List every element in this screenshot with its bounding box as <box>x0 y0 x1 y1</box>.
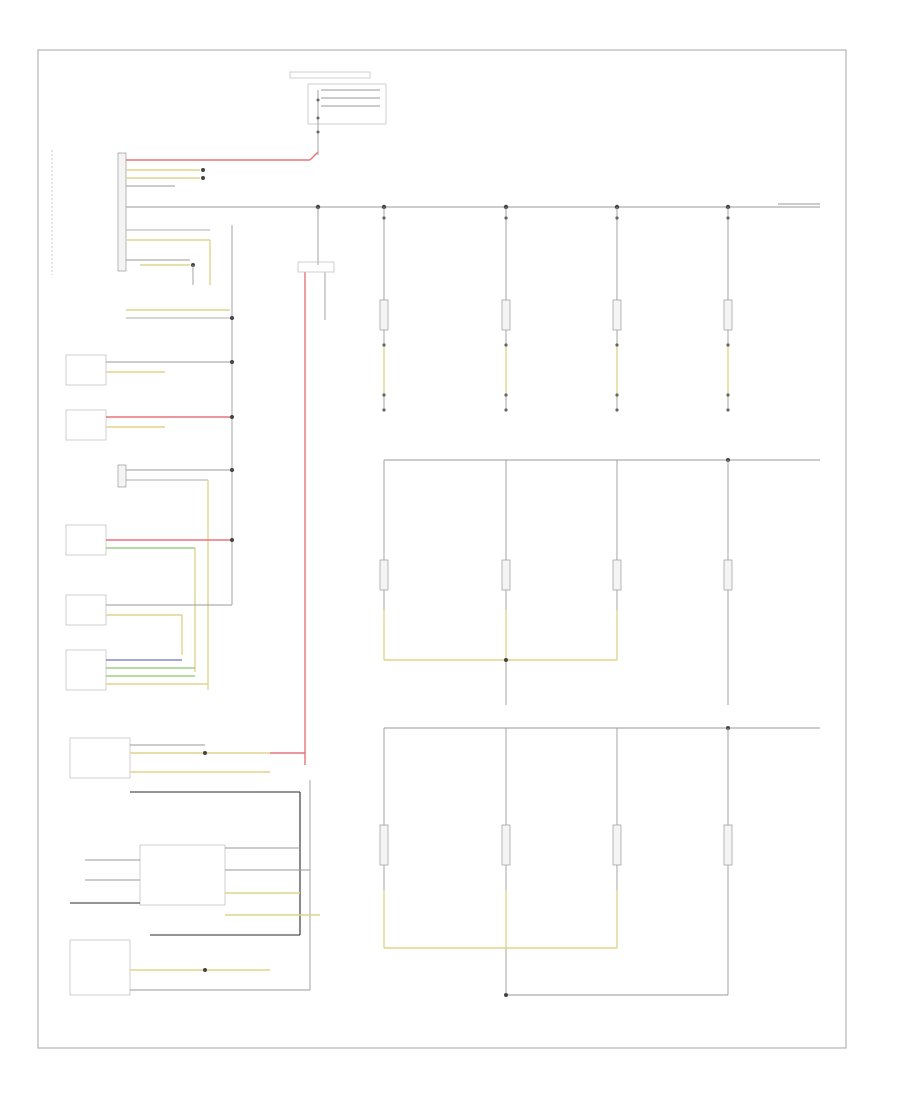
ground-bus-3 <box>384 726 820 730</box>
ground-branch-2 <box>501 207 511 412</box>
wire-red-supply <box>122 151 319 161</box>
lower-left-switches <box>69 737 320 996</box>
ground-bus-2 <box>384 458 820 462</box>
ground-branch-4 <box>723 207 733 412</box>
ground-branch-3 <box>612 207 622 412</box>
ground-branch-1 <box>379 207 389 412</box>
diagram-frame <box>37 49 847 1049</box>
ground-branches-lower <box>379 728 733 997</box>
vertical-trunks <box>297 207 335 765</box>
upper-harness <box>117 152 233 605</box>
main-ground-bus <box>126 203 820 210</box>
left-modules <box>65 309 234 691</box>
top-fuse-block <box>289 71 387 155</box>
ground-branches-mid <box>379 460 733 705</box>
